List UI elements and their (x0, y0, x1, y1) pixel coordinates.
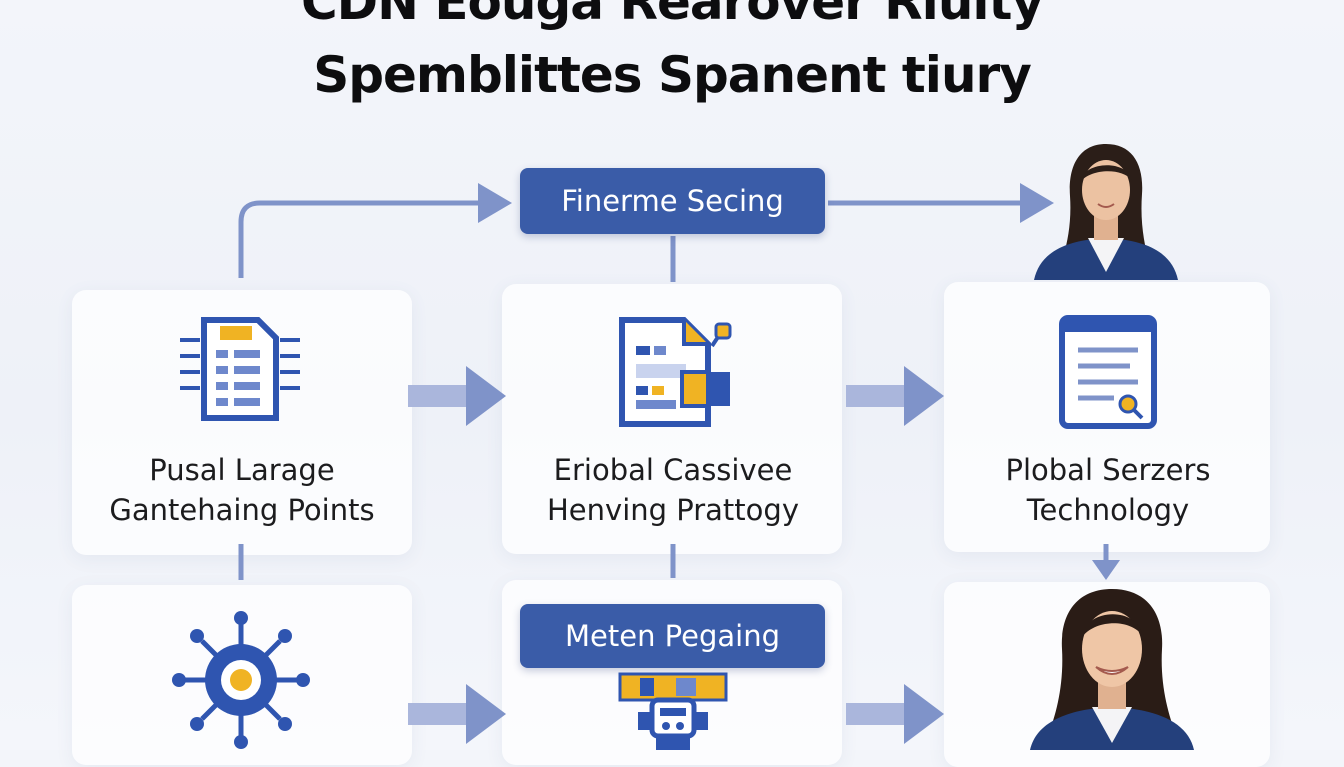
arrowhead-to-top-pill (478, 183, 512, 223)
pill-bottom-label: Meten Pegaing (565, 619, 780, 653)
person-photo-top (1030, 140, 1182, 280)
arrow-left-to-center-top-head (466, 366, 506, 426)
arrow-center-to-right-top-head (904, 366, 944, 426)
pill-top: Finerme Secing (520, 168, 825, 234)
document-chip-icon (180, 317, 300, 421)
gear-network-icon (172, 611, 310, 749)
pill-bottom: Meten Pegaing (520, 604, 825, 668)
pill-top-label: Finerme Secing (561, 184, 784, 218)
icon-layer (172, 315, 1157, 750)
node-label-right: Plobal Serzers Technology (1005, 453, 1211, 527)
arrowhead-to-person-top (1020, 183, 1054, 223)
clipboard-icon (1059, 315, 1157, 429)
arrow-left-to-center-bottom-shaft (408, 703, 470, 725)
arrow-center-to-right-top-shaft (846, 385, 908, 407)
arrow-left-to-center-bottom-head (466, 684, 506, 744)
arrow-center-to-right-bottom-shaft (846, 703, 908, 725)
file-analytics-icon (619, 317, 732, 427)
arrowhead-right-down (1092, 560, 1120, 580)
connector-layer (238, 183, 1120, 744)
node-label-left: Pusal Larage Gantehaing Points (109, 453, 375, 527)
arrow-center-to-right-bottom-head (904, 684, 944, 744)
diagram-title-line-1: CDN Eouga Rearover Riuity (300, 0, 1044, 31)
person-photo-bottom (1026, 585, 1198, 750)
diagram-title-line-2: Spemblittes Spanent tiury (313, 46, 1032, 104)
connector-left-up-to-pill (238, 200, 478, 278)
robot-dashboard-icon (618, 672, 728, 750)
arrow-left-to-center-top-shaft (408, 385, 470, 407)
node-label-center: Eriobal Cassivee Henving Prattogy (547, 453, 799, 527)
